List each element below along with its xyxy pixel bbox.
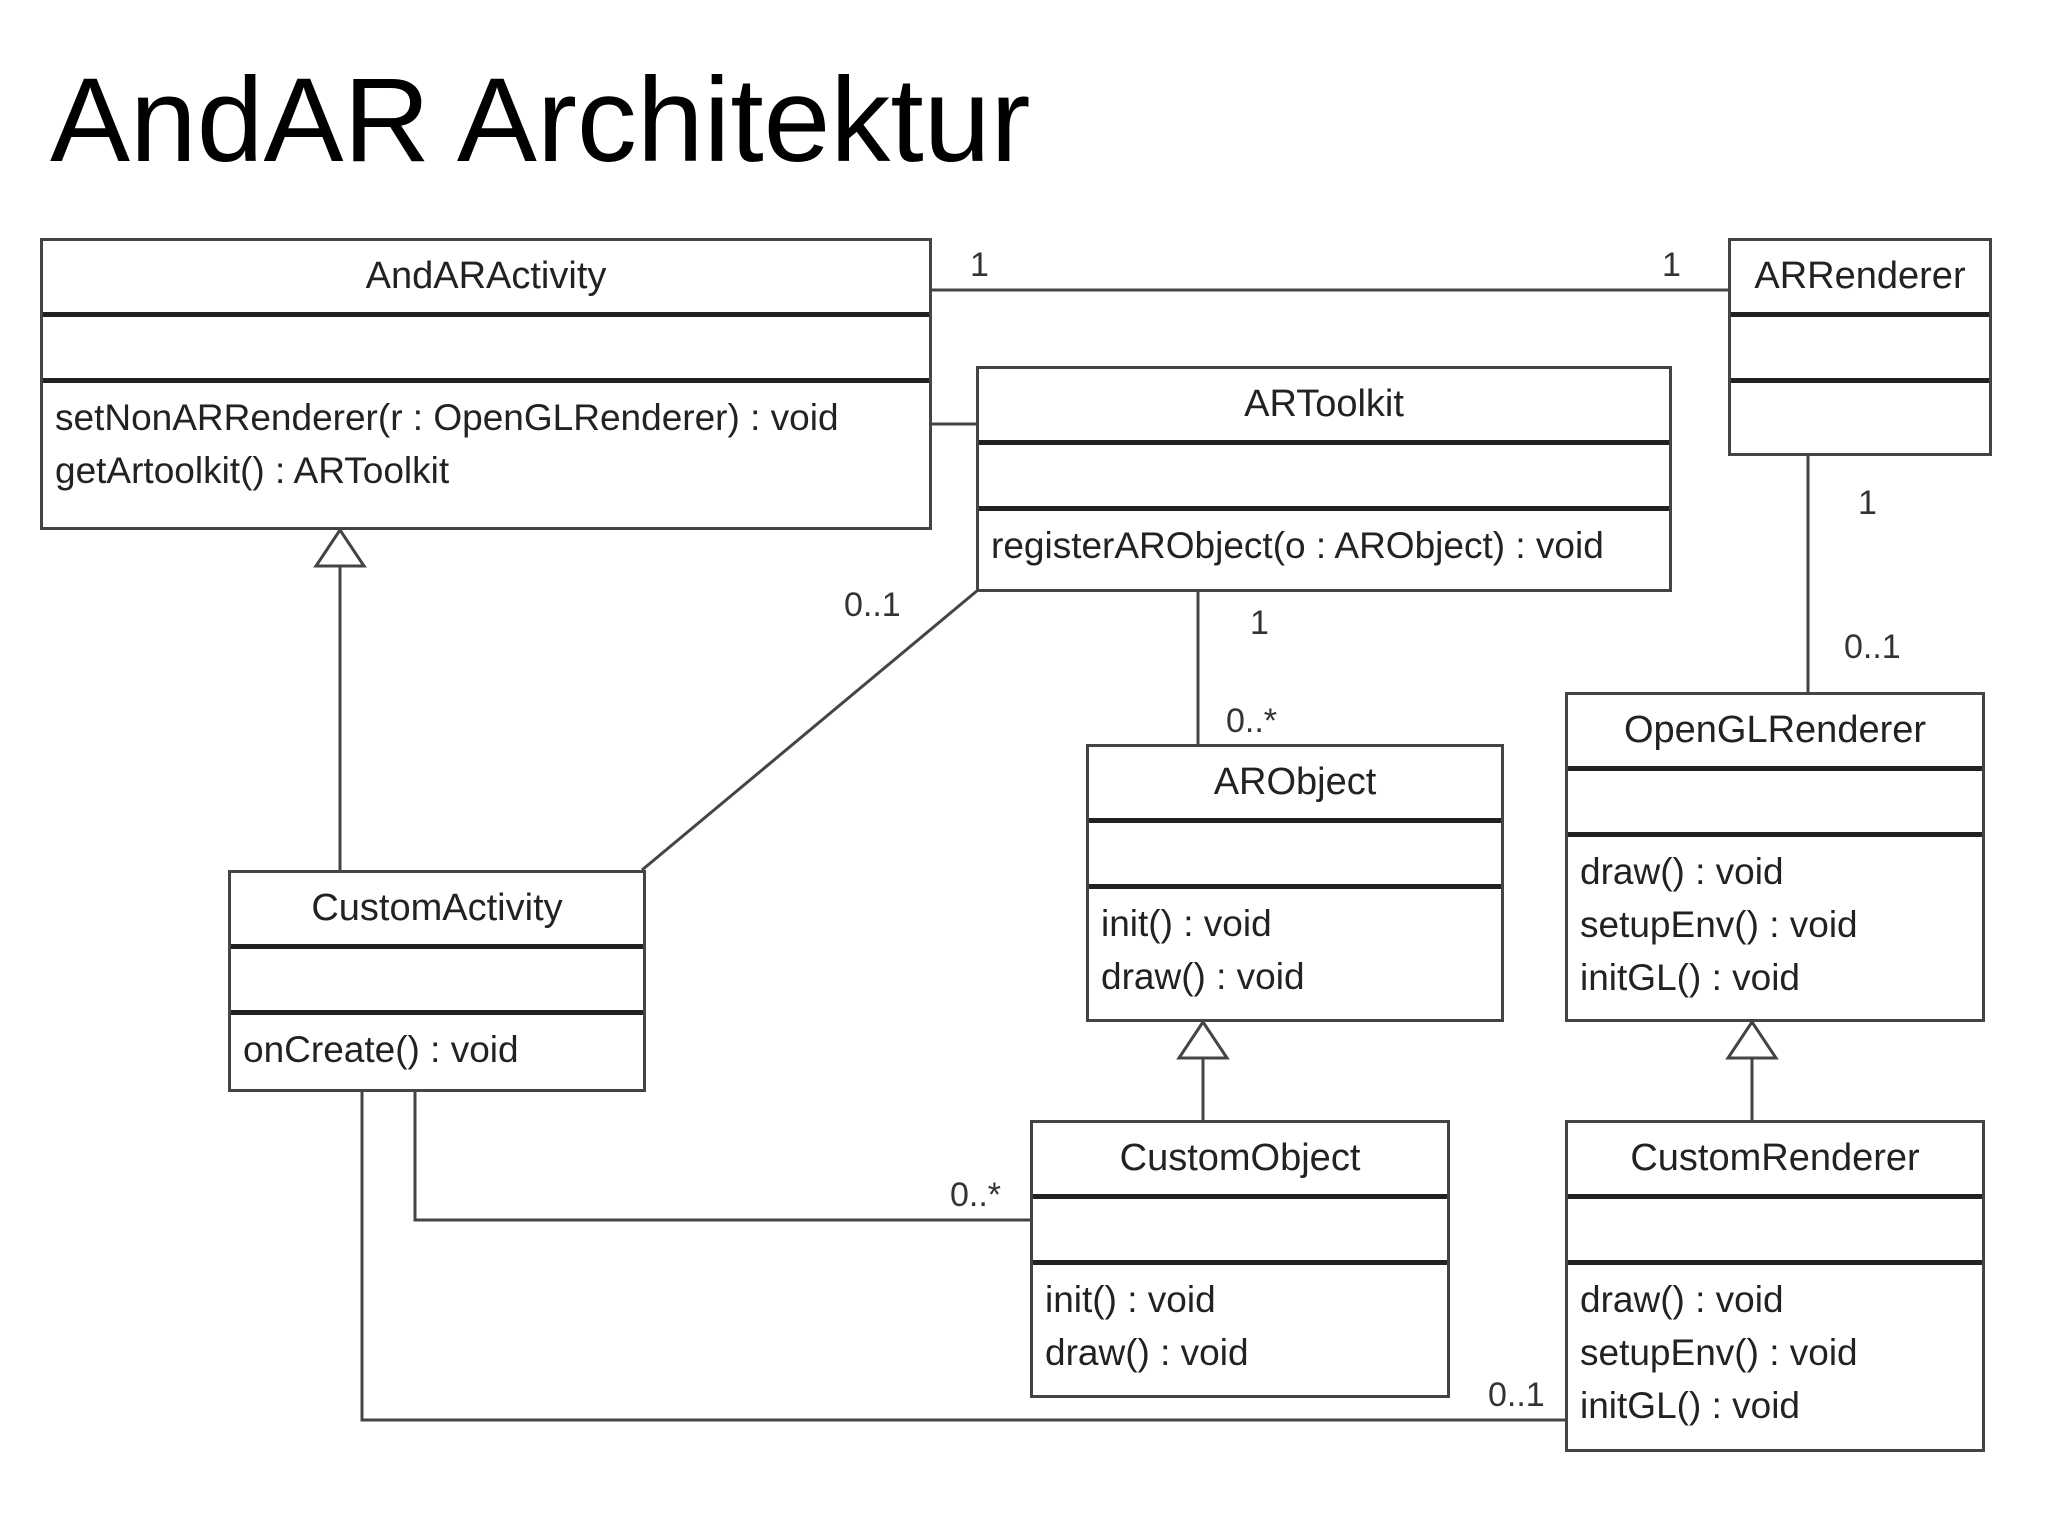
association-custom-activity-object xyxy=(413,1092,1030,1222)
multiplicity-label: 0..* xyxy=(1226,702,1278,740)
class-operations: setNonARRenderer(r : OpenGLRenderer) : v… xyxy=(43,383,929,527)
association-custom-activity-renderer xyxy=(360,1092,1565,1422)
operation: setNonARRenderer(r : OpenGLRenderer) : v… xyxy=(55,397,839,438)
operation: setupEnv() : void xyxy=(1580,904,1858,945)
operation: initGL() : void xyxy=(1580,957,1801,998)
class-name: ARObject xyxy=(1089,747,1501,823)
class-custom-object[interactable]: CustomObject init() : void draw() : void xyxy=(1030,1120,1450,1398)
operation: setupEnv() : void xyxy=(1580,1332,1858,1373)
class-attributes xyxy=(1731,317,1989,383)
operation: draw() : void xyxy=(1580,851,1784,892)
operation: draw() : void xyxy=(1045,1332,1249,1373)
class-operations xyxy=(1731,383,1989,453)
multiplicity-label: 1 xyxy=(970,246,989,284)
association-toolkit-custom-activity xyxy=(641,588,979,872)
generalization-arrowhead-activity xyxy=(313,527,367,568)
operation: initGL() : void xyxy=(1580,1385,1801,1426)
class-arobject[interactable]: ARObject init() : void draw() : void xyxy=(1086,744,1504,1022)
class-name: ARRenderer xyxy=(1731,241,1989,317)
page-title: AndAR Architektur xyxy=(50,53,1031,187)
class-custom-activity[interactable]: CustomActivity onCreate() : void xyxy=(228,870,646,1092)
class-operations: registerARObject(o : ARObject) : void xyxy=(979,511,1669,589)
generalization-arrowhead-arobject xyxy=(1176,1019,1230,1060)
class-name: AndARActivity xyxy=(43,241,929,317)
class-andar-activity[interactable]: AndARActivity setNonARRenderer(r : OpenG… xyxy=(40,238,932,530)
class-attributes xyxy=(1568,771,1982,837)
class-operations: onCreate() : void xyxy=(231,1015,643,1089)
operation: init() : void xyxy=(1045,1279,1216,1320)
operation: draw() : void xyxy=(1580,1279,1784,1320)
operation: onCreate() : void xyxy=(243,1029,519,1070)
operation: getArtoolkit() : ARToolkit xyxy=(55,450,450,491)
class-opengl-renderer[interactable]: OpenGLRenderer draw() : void setupEnv() … xyxy=(1565,692,1985,1022)
multiplicity-label: 0..1 xyxy=(1488,1376,1545,1414)
class-name: CustomRenderer xyxy=(1568,1123,1982,1199)
multiplicity-label: 0..* xyxy=(950,1176,1002,1214)
multiplicity-label: 1 xyxy=(1250,604,1269,642)
class-name: CustomObject xyxy=(1033,1123,1447,1199)
class-attributes xyxy=(1568,1199,1982,1265)
operation: registerARObject(o : ARObject) : void xyxy=(991,525,1604,566)
class-name: CustomActivity xyxy=(231,873,643,949)
class-operations: init() : void draw() : void xyxy=(1033,1265,1447,1395)
operation: draw() : void xyxy=(1101,956,1305,997)
multiplicity-label: 0..1 xyxy=(844,586,901,624)
class-name: OpenGLRenderer xyxy=(1568,695,1982,771)
multiplicity-label: 1 xyxy=(1858,484,1877,522)
class-name: ARToolkit xyxy=(979,369,1669,445)
class-arrenderer[interactable]: ARRenderer xyxy=(1728,238,1992,456)
class-attributes xyxy=(231,949,643,1015)
class-operations: draw() : void setupEnv() : void initGL()… xyxy=(1568,1265,1982,1449)
class-attributes xyxy=(979,445,1669,511)
class-operations: draw() : void setupEnv() : void initGL()… xyxy=(1568,837,1982,1019)
generalization-arrowhead-opengl xyxy=(1725,1019,1779,1060)
multiplicity-label: 1 xyxy=(1662,246,1681,284)
class-operations: init() : void draw() : void xyxy=(1089,889,1501,1019)
class-attributes xyxy=(43,317,929,383)
operation: init() : void xyxy=(1101,903,1272,944)
class-custom-renderer[interactable]: CustomRenderer draw() : void setupEnv() … xyxy=(1565,1120,1985,1452)
multiplicity-label: 0..1 xyxy=(1844,628,1901,666)
class-attributes xyxy=(1089,823,1501,889)
class-attributes xyxy=(1033,1199,1447,1265)
class-artoolkit[interactable]: ARToolkit registerARObject(o : ARObject)… xyxy=(976,366,1672,592)
